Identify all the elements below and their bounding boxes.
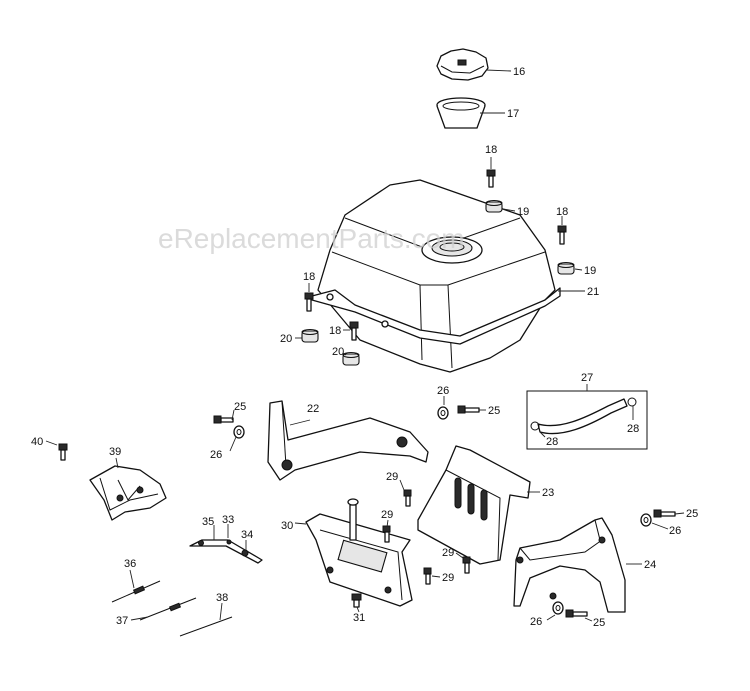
callout-29: 29 (442, 572, 454, 584)
callout-33: 33 (222, 514, 234, 526)
callout-21: 21 (587, 286, 599, 298)
callout-25: 25 (488, 405, 500, 417)
bolts-25 (213, 405, 676, 618)
fuel-tank (311, 179, 561, 373)
callout-26: 26 (210, 449, 222, 461)
callout-25: 25 (593, 617, 605, 629)
callout-36: 36 (124, 558, 136, 570)
callout-19: 19 (517, 206, 529, 218)
callout-39: 39 (109, 446, 121, 458)
callout-18: 18 (303, 271, 315, 283)
throttle-lever-rod (189, 539, 263, 564)
callout-20: 20 (280, 333, 292, 345)
side-shroud (513, 517, 626, 613)
callout-25: 25 (234, 401, 246, 413)
rubber-washers (301, 200, 575, 366)
callout-24: 24 (644, 559, 656, 571)
callout-22: 22 (307, 403, 319, 415)
leader-lines (45, 69, 685, 622)
callout-19: 19 (584, 265, 596, 277)
callout-25: 25 (686, 508, 698, 520)
fuel-strainer (436, 97, 486, 129)
callout-16: 16 (513, 66, 525, 78)
bolts-18 (304, 169, 567, 341)
callout-34: 34 (241, 529, 253, 541)
callout-23: 23 (542, 487, 554, 499)
callout-28: 28 (627, 423, 639, 435)
callout-labels: 16 17 18 19 18 19 21 18 18 20 20 25 26 2… (31, 66, 698, 629)
fuel-hose (530, 397, 637, 435)
throttle-bracket (89, 465, 167, 521)
callout-37: 37 (116, 615, 128, 627)
washers-26 (233, 406, 652, 615)
watermark: eReplacementParts.com (158, 223, 465, 254)
callout-27: 27 (581, 372, 593, 384)
callout-38: 38 (216, 592, 228, 604)
callout-18: 18 (329, 325, 341, 337)
callout-29: 29 (381, 509, 393, 521)
callout-30: 30 (281, 520, 293, 532)
callout-18: 18 (556, 206, 568, 218)
callout-20: 20 (332, 346, 344, 358)
callout-17: 17 (507, 108, 519, 120)
callout-40: 40 (31, 436, 43, 448)
screw-40 (58, 443, 68, 461)
tank-bracket-left (267, 400, 429, 481)
bolts-29 (382, 489, 471, 585)
mount-plate (305, 498, 413, 607)
nut (351, 593, 362, 608)
callout-29: 29 (442, 547, 454, 559)
tank-bracket-right (417, 445, 531, 565)
callout-26: 26 (669, 525, 681, 537)
callout-28: 28 (546, 436, 558, 448)
callout-35: 35 (202, 516, 214, 528)
callout-26: 26 (437, 385, 449, 397)
callout-31: 31 (353, 612, 365, 624)
callout-26: 26 (530, 616, 542, 628)
callout-29: 29 (386, 471, 398, 483)
cables (111, 580, 233, 637)
callout-18: 18 (485, 144, 497, 156)
fuel-cap (436, 48, 489, 81)
